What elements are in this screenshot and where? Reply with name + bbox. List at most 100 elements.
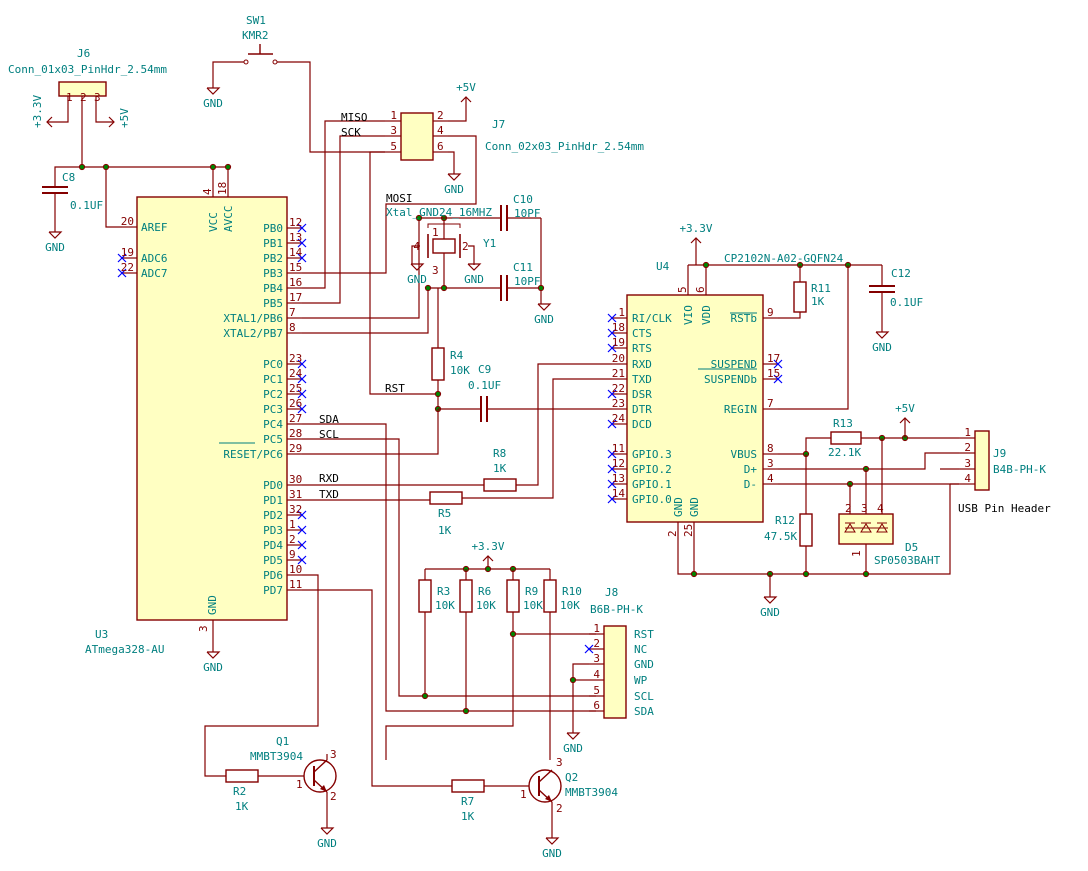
wire (302, 218, 420, 319)
gnd-label: GND (464, 273, 484, 286)
no-connect-marker (297, 359, 307, 369)
r3-symbol (418, 579, 432, 613)
c10-ref: C10 (513, 193, 533, 206)
pin-number: 1 (520, 788, 527, 801)
junction-dot (421, 692, 429, 700)
pin-name: VDD (700, 305, 713, 325)
r3-value: 10K (435, 599, 455, 612)
d5-value: SP0503BAHT (874, 554, 941, 567)
no-connect-marker (584, 644, 594, 654)
r7-ref: R7 (461, 795, 474, 808)
r10-symbol (543, 579, 557, 613)
gnd-symbol (763, 596, 778, 604)
j9-ref: J9 (993, 447, 1006, 460)
pin-number: 24 (612, 412, 626, 425)
junction-dot (224, 163, 232, 171)
pin-name: VCC (207, 212, 220, 232)
r12-symbol (799, 513, 813, 547)
q1-symbol (303, 759, 337, 793)
pin-name: PB1 (263, 237, 283, 250)
pin-number: 9 (289, 548, 296, 561)
pin-number: 1 (964, 426, 971, 439)
pin-name: DSR (632, 388, 652, 401)
junction-dot (509, 630, 517, 638)
gnd-symbol (206, 87, 221, 95)
pin-number: 2 (593, 637, 600, 650)
wire (369, 151, 438, 395)
no-connect-marker (607, 419, 617, 429)
pin-name: GPIO.2 (632, 463, 672, 476)
pin-name: GND (672, 497, 685, 517)
pin-number: 4 (964, 472, 971, 485)
pin-number: 13 (289, 231, 302, 244)
pin-number: 23 (612, 397, 625, 410)
pin-number: 6 (437, 140, 444, 153)
junction-dot (690, 570, 698, 578)
power-flag (460, 96, 472, 103)
pin-name: RI/CLK (632, 312, 672, 325)
pin-number: 4 (201, 188, 214, 195)
j8-pin-name: NC (634, 643, 647, 656)
pin-name: RTS (632, 342, 652, 355)
wire (572, 663, 589, 733)
gnd-symbol (545, 837, 560, 845)
pin-number: 19 (121, 246, 134, 259)
r4-ref: R4 (450, 349, 464, 362)
j7-body (400, 112, 434, 161)
pin-number: 22 (612, 382, 625, 395)
pin-number: 27 (289, 412, 302, 425)
r7-value: 1K (461, 810, 475, 823)
pin-number: 7 (767, 397, 774, 410)
junction-dot (484, 565, 492, 573)
r8-ref: R8 (493, 447, 506, 460)
wire (302, 288, 429, 334)
r2-symbol (225, 769, 259, 783)
u3-ref: U3 (95, 628, 108, 641)
gnd-symbol (206, 651, 221, 659)
pin-name: PD1 (263, 494, 283, 507)
gnd-label: GND (45, 241, 65, 254)
pin-number: 2 (330, 790, 337, 803)
pin-number: 3 (964, 457, 971, 470)
gnd-label: GND (534, 313, 554, 326)
wire (302, 589, 452, 787)
pin-number: 3 (556, 756, 563, 769)
power-label: +5V (456, 81, 476, 94)
pin-number: 30 (289, 473, 302, 486)
pin-name: PD0 (263, 479, 283, 492)
pin-number: 5 (593, 684, 600, 697)
y1-ref: Y1 (483, 237, 496, 250)
pin-name: ADC7 (141, 267, 168, 280)
gnd-label: GND (317, 837, 337, 850)
pin-number: 3 (861, 502, 868, 515)
c10-value: 10PF (514, 207, 541, 220)
gnd-symbol (875, 331, 890, 339)
junction-dot (702, 261, 710, 269)
gnd-symbol (447, 173, 462, 181)
pin-number: 12 (289, 216, 302, 229)
symbol-bodies (42, 44, 990, 845)
pin-number: 16 (289, 276, 302, 289)
pin-number: 17 (767, 352, 780, 365)
power-label: +5V (895, 402, 915, 415)
wire (516, 363, 612, 486)
pin-number: 25 (682, 524, 695, 537)
power-label: +5V (118, 108, 131, 128)
r5-ref: R5 (438, 507, 451, 520)
no-connect-marker (297, 223, 307, 233)
gnd-symbol (48, 231, 63, 239)
pin-number: 2 (289, 533, 296, 546)
u4-ref: U4 (656, 260, 670, 273)
power-flag (690, 237, 702, 244)
wire (462, 378, 612, 499)
pin-number: 3 (197, 625, 210, 632)
pin-name: PC0 (263, 358, 283, 371)
pin-name: PB4 (263, 282, 283, 295)
pin-number: 1 (66, 91, 73, 104)
pin-number: 15 (289, 261, 302, 274)
no-connect-marker (607, 464, 617, 474)
j9-body (974, 430, 990, 491)
r10-ref: R10 (562, 585, 582, 598)
r5-value: 1K (438, 524, 452, 537)
pin-name: D+ (744, 463, 758, 476)
